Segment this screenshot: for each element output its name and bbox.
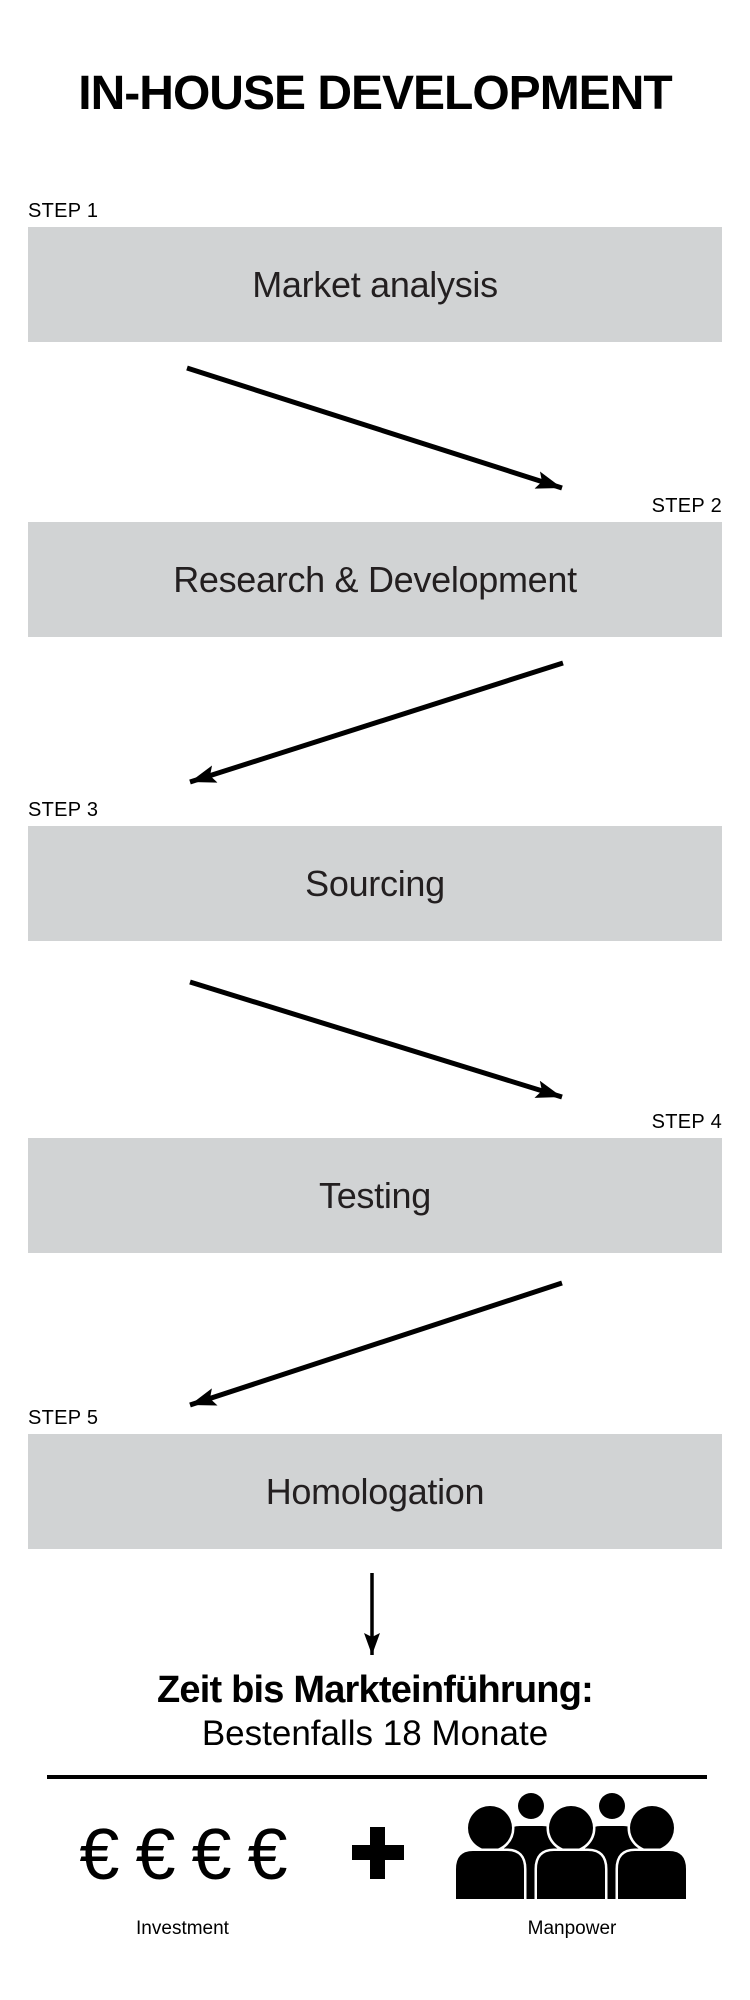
step2-label: STEP 2 (651, 495, 722, 517)
arrow-step3-to-step4-icon (189, 979, 563, 1100)
step3-label: STEP 3 (28, 799, 99, 821)
investment-caption: Investment (136, 1918, 229, 1939)
step4-title: Testing (319, 1174, 431, 1216)
step5-label: STEP 5 (28, 1407, 99, 1429)
step3-box: Sourcing (28, 826, 722, 941)
step3-title: Sourcing (305, 862, 445, 904)
person-front-left-icon (455, 1803, 527, 1899)
step2-title: Research & Development (173, 558, 577, 600)
step1-label: STEP 1 (28, 200, 99, 222)
arrow-step4-to-step5-icon (189, 1280, 563, 1408)
euro-symbols-icon: € € € € (79, 1815, 287, 1895)
step1-title: Market analysis (252, 263, 498, 305)
arrow-step1-to-step2-icon (186, 365, 563, 491)
step5-title: Homologation (265, 1470, 485, 1512)
step2-box: Research & Development (28, 522, 722, 637)
step4-label: STEP 4 (651, 1111, 722, 1133)
plus-icon (352, 1827, 404, 1879)
divider-line (47, 1775, 707, 1779)
person-front-right-icon (615, 1803, 687, 1899)
step5-box: Homologation (28, 1434, 722, 1549)
manpower-group-icon (455, 1793, 687, 1899)
step1-box: Market analysis (28, 227, 722, 342)
time-to-market-headline: Zeit bis Markteinführung: (156, 1669, 594, 1711)
arrow-step2-to-step3-icon (189, 660, 564, 785)
time-to-market-subline: Bestenfalls 18 Monate (201, 1714, 549, 1753)
page-title: IN-HOUSE DEVELOPMENT (78, 67, 672, 120)
step4-box: Testing (28, 1138, 722, 1253)
person-front-middle-icon (534, 1803, 608, 1899)
manpower-caption: Manpower (527, 1918, 617, 1939)
